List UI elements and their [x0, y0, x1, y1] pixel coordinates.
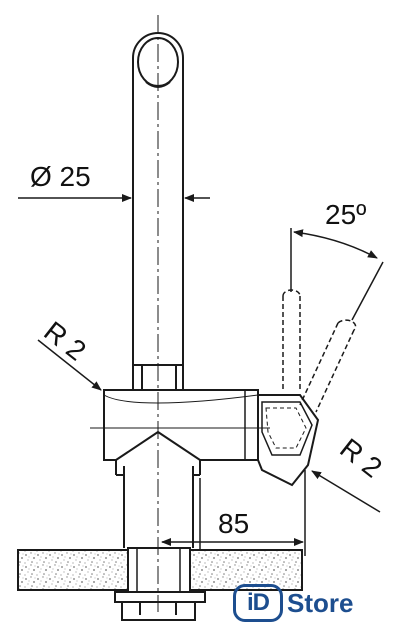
lever-tilted [299, 319, 357, 413]
radius-leader-left [37, 339, 102, 391]
radius-label-left: R 2 [38, 315, 91, 366]
faucet-base [115, 460, 201, 548]
angle-label: 25º [325, 199, 366, 230]
diameter-label: Ø 25 [30, 161, 91, 192]
mounting-shank [114, 547, 206, 621]
reach-label: 85 [218, 508, 249, 539]
reach-dimension [161, 470, 306, 556]
logo-wordmark: Store [287, 587, 354, 618]
logo-badge: iD [233, 584, 283, 622]
angle-dimension [290, 228, 384, 321]
lever-upright [282, 289, 301, 392]
idstore-logo: iD Store [233, 584, 353, 622]
faucet-body [90, 389, 270, 461]
radius-leader-right [311, 470, 381, 513]
radius-label-right: R 2 [334, 432, 387, 483]
lever-hub [257, 394, 320, 487]
worktop [17, 549, 303, 591]
